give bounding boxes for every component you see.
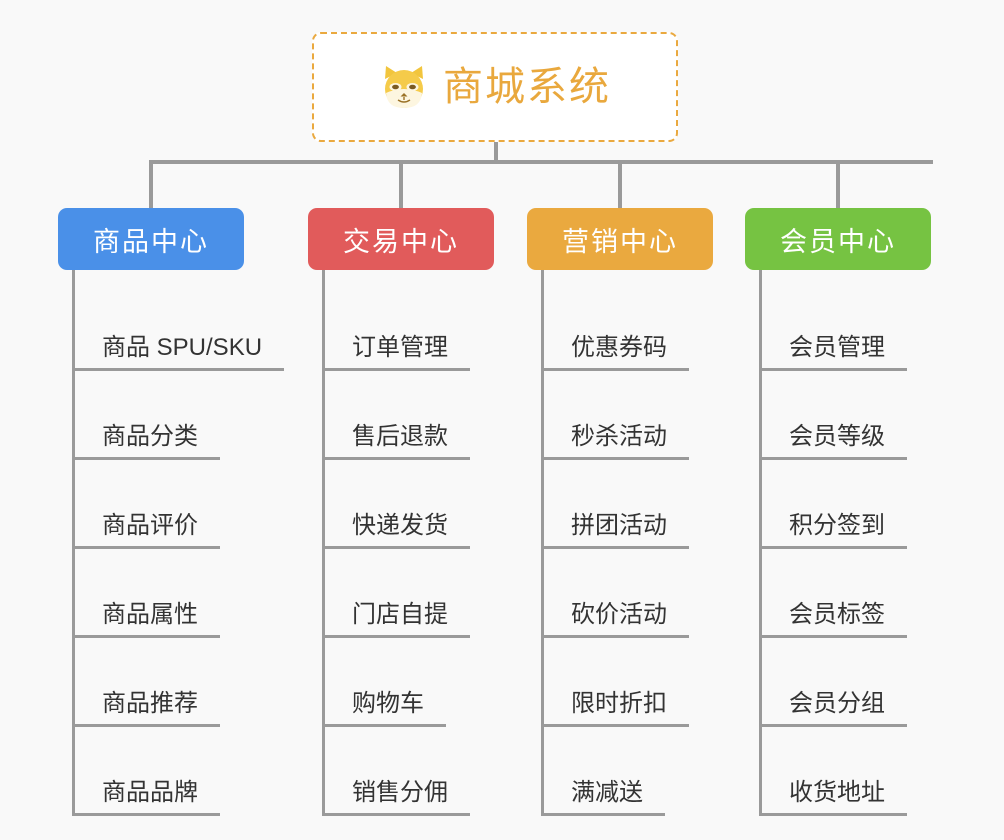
spine-member-center — [759, 270, 762, 816]
leaf-item[interactable]: 商品评价 — [58, 460, 244, 549]
column-header-member-center[interactable]: 会员中心 — [745, 208, 931, 270]
column-member-center: 会员中心会员管理会员等级积分签到会员标签会员分组收货地址 — [745, 208, 931, 816]
leaf-item-label: 砍价活动 — [541, 601, 689, 638]
leaf-item[interactable]: 销售分佣 — [308, 727, 494, 816]
leaf-item[interactable]: 会员分组 — [745, 638, 931, 727]
root-node[interactable]: 商城系统 — [312, 32, 678, 142]
column-trade-center: 交易中心订单管理售后退款快递发货门店自提购物车销售分佣 — [308, 208, 494, 816]
leaf-item[interactable]: 会员标签 — [745, 549, 931, 638]
spine-trade-center — [322, 270, 325, 816]
connector-drop-product-center — [149, 160, 153, 208]
connector-bus — [149, 160, 933, 164]
leaf-list-product-center: 商品 SPU/SKU 商品分类商品评价商品属性商品推荐商品品牌 — [58, 270, 285, 816]
leaf-item[interactable]: 满减送 — [527, 727, 713, 816]
spine-product-center — [72, 270, 75, 816]
leaf-item[interactable]: 商品推荐 — [58, 638, 244, 727]
leaf-item[interactable]: 秒杀活动 — [527, 371, 713, 460]
leaf-item[interactable]: 限时折扣 — [527, 638, 713, 727]
connector-drop-member-center — [836, 160, 840, 208]
shiba-inu-icon — [385, 66, 423, 108]
leaf-item[interactable]: 售后退款 — [308, 371, 494, 460]
leaf-item-label: 商品评价 — [72, 512, 220, 549]
leaf-item-label: 订单管理 — [322, 334, 470, 371]
leaf-item-label: 门店自提 — [322, 601, 470, 638]
leaf-item[interactable]: 优惠券码 — [527, 282, 713, 371]
leaf-list-marketing-center: 优惠券码秒杀活动拼团活动砍价活动限时折扣满减送 — [527, 270, 713, 816]
leaf-item-label: 商品 SPU/SKU — [72, 334, 285, 371]
leaf-item-label: 秒杀活动 — [541, 423, 689, 460]
spine-marketing-center — [541, 270, 544, 816]
root-title: 商城系统 — [443, 65, 611, 109]
leaf-item[interactable]: 订单管理 — [308, 282, 494, 371]
leaf-item[interactable]: 会员等级 — [745, 371, 931, 460]
leaf-item-label: 积分签到 — [759, 512, 907, 549]
leaf-item-label: 销售分佣 — [322, 779, 470, 816]
leaf-item[interactable]: 拼团活动 — [527, 460, 713, 549]
leaf-item[interactable]: 积分签到 — [745, 460, 931, 549]
leaf-item-label: 快递发货 — [322, 512, 470, 549]
column-marketing-center: 营销中心优惠券码秒杀活动拼团活动砍价活动限时折扣满减送 — [527, 208, 713, 816]
leaf-item[interactable]: 商品分类 — [58, 371, 244, 460]
leaf-item-label: 收货地址 — [759, 779, 907, 816]
leaf-item-label: 售后退款 — [322, 423, 470, 460]
leaf-item[interactable]: 商品属性 — [58, 549, 244, 638]
column-product-center: 商品中心商品 SPU/SKU 商品分类商品评价商品属性商品推荐商品品牌 — [58, 208, 285, 816]
leaf-item[interactable]: 门店自提 — [308, 549, 494, 638]
leaf-item[interactable]: 商品 SPU/SKU — [58, 282, 285, 371]
leaf-item-label: 会员分组 — [759, 690, 907, 727]
leaf-item-label: 购物车 — [322, 690, 446, 727]
column-header-trade-center[interactable]: 交易中心 — [308, 208, 494, 270]
column-header-product-center[interactable]: 商品中心 — [58, 208, 244, 270]
leaf-item[interactable]: 快递发货 — [308, 460, 494, 549]
leaf-item-label: 会员管理 — [759, 334, 907, 371]
leaf-item-label: 商品推荐 — [72, 690, 220, 727]
leaf-item-label: 商品属性 — [72, 601, 220, 638]
leaf-list-member-center: 会员管理会员等级积分签到会员标签会员分组收货地址 — [745, 270, 931, 816]
leaf-item[interactable]: 商品品牌 — [58, 727, 244, 816]
leaf-item-label: 满减送 — [541, 779, 665, 816]
connector-stem — [494, 142, 498, 163]
leaf-item[interactable]: 收货地址 — [745, 727, 931, 816]
leaf-list-trade-center: 订单管理售后退款快递发货门店自提购物车销售分佣 — [308, 270, 494, 816]
leaf-item-label: 商品分类 — [72, 423, 220, 460]
column-header-marketing-center[interactable]: 营销中心 — [527, 208, 713, 270]
leaf-item-label: 商品品牌 — [72, 779, 220, 816]
connector-drop-trade-center — [399, 160, 403, 208]
leaf-item-label: 限时折扣 — [541, 690, 689, 727]
leaf-item-label: 优惠券码 — [541, 334, 689, 371]
leaf-item[interactable]: 购物车 — [308, 638, 494, 727]
leaf-item-label: 会员等级 — [759, 423, 907, 460]
leaf-item-label: 拼团活动 — [541, 512, 689, 549]
leaf-item-label: 会员标签 — [759, 601, 907, 638]
leaf-item[interactable]: 砍价活动 — [527, 549, 713, 638]
connector-drop-marketing-center — [618, 160, 622, 208]
leaf-item[interactable]: 会员管理 — [745, 282, 931, 371]
